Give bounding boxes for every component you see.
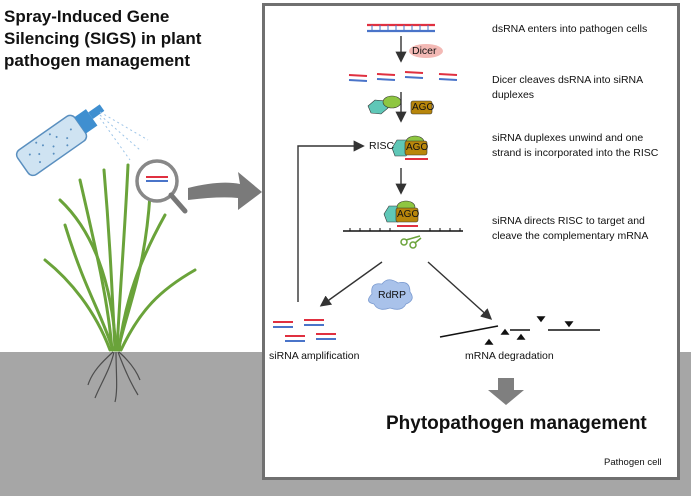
pathogen-cell-label: Pathogen cell xyxy=(604,457,662,468)
ago-label-target: AGO xyxy=(397,209,420,220)
arrow-to-amplification xyxy=(319,261,383,307)
risc-label: RISC xyxy=(369,140,395,152)
step-3-text: siRNA duplexes unwind and one strand is … xyxy=(492,132,659,159)
step-4-text: siRNA directs RISC to target and cleave … xyxy=(492,215,649,242)
step-1-text: dsRNA enters into pathogen cells xyxy=(492,23,648,35)
title-line-2: Silencing (SIGS) in plant xyxy=(4,29,202,48)
ago-label: AGO xyxy=(412,102,435,113)
step-2-text: Dicer cleaves dsRNA into siRNA duplexes xyxy=(492,74,644,101)
title-line-1: Spray-Induced Gene xyxy=(4,7,170,26)
ago-label-risc: AGO xyxy=(406,142,429,153)
spray-bottle xyxy=(15,104,149,177)
rdrp-label: RdRP xyxy=(378,289,407,301)
scissors-icon xyxy=(400,235,422,249)
magnifier-icon xyxy=(135,159,188,214)
curved-arrow-to-cell xyxy=(188,172,262,210)
dicer-label: Dicer xyxy=(412,45,437,57)
risc-target-mrna xyxy=(343,200,463,232)
arrow-to-degradation xyxy=(427,261,493,320)
dsrna-molecule xyxy=(367,23,435,33)
sirna-amplification-label: siRNA amplification xyxy=(269,350,360,362)
mrna-degradation-label: mRNA degradation xyxy=(465,350,554,362)
amplification-feedback-arrow xyxy=(297,140,365,302)
rdrp-enzyme xyxy=(368,279,413,310)
sirna-duplexes xyxy=(348,71,458,82)
risc-complex xyxy=(391,135,428,160)
dicer-enzyme xyxy=(409,44,443,58)
figure-title: Spray-Induced Gene Silencing (SIGS) in p… xyxy=(4,6,254,72)
outcome-arrow xyxy=(488,378,524,405)
amplified-sirnas xyxy=(273,319,336,342)
outcome-heading: Phytopathogen management xyxy=(386,413,647,434)
title-line-3: pathogen management xyxy=(4,51,191,70)
degraded-mrna-fragments xyxy=(439,316,600,345)
pathogen-cell-box xyxy=(262,3,680,480)
plant-illustration xyxy=(43,163,197,403)
